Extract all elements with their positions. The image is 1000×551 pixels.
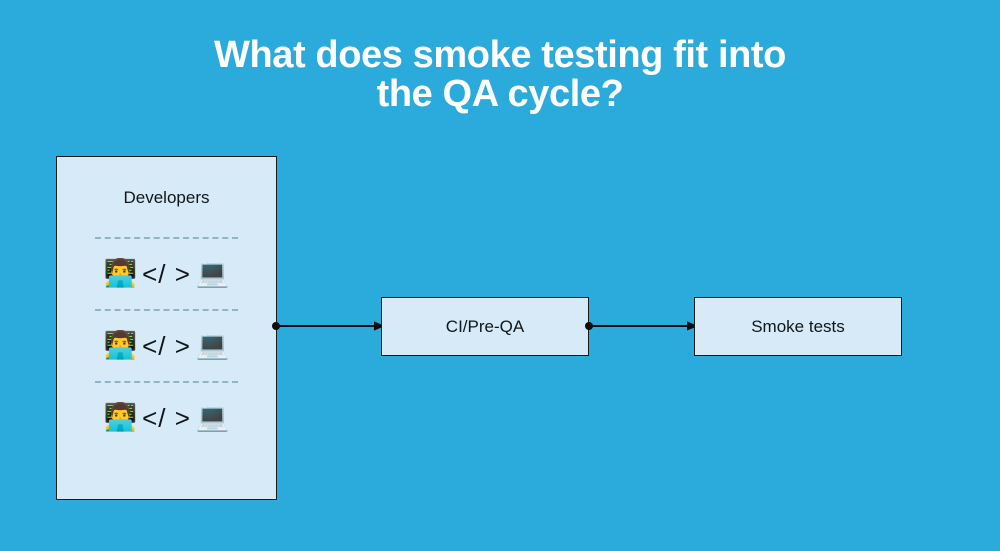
technologist-emoji: 👨‍💻 [103, 330, 138, 361]
code-glyph-label: </ > [142, 403, 191, 433]
developer-rows: 👨‍💻 </ > 💻 👨‍💻 </ > 💻 👨‍💻 </ > 💻 [57, 222, 276, 438]
node-ci-pre-qa-label: CI/Pre-QA [445, 316, 525, 336]
row-separator [95, 309, 238, 311]
node-developers[interactable]: Developers 👨‍💻 </ > 💻 👨‍💻 </ > 💻 👨‍💻 </ … [56, 156, 277, 500]
developer-row: 👨‍💻 </ > 💻 [95, 326, 238, 366]
node-ci-pre-qa[interactable]: CI/Pre-QA [381, 297, 589, 356]
edge-developers-to-ci [270, 319, 385, 333]
node-smoke-tests-label: Smoke tests [751, 316, 845, 336]
row-separator [95, 381, 238, 383]
developer-row: 👨‍💻 </ > 💻 [95, 254, 238, 294]
page-title-line-1: What does smoke testing fit into [213, 34, 786, 76]
laptop-emoji: 💻 [195, 330, 230, 361]
row-separator [95, 237, 238, 239]
node-developers-label: Developers [123, 188, 210, 207]
code-glyph-label: </ > [142, 259, 191, 289]
page-title: What does smoke testing fit into the QA … [0, 36, 1000, 114]
laptop-emoji: 💻 [195, 258, 230, 289]
technologist-emoji: 👨‍💻 [103, 258, 138, 289]
technologist-emoji: 👨‍💻 [103, 402, 138, 433]
edge-ci-to-smoke-tests [583, 319, 698, 333]
laptop-emoji: 💻 [195, 402, 230, 433]
node-smoke-tests[interactable]: Smoke tests [694, 297, 902, 356]
developer-row: 👨‍💻 </ > 💻 [95, 398, 238, 438]
code-glyph-label: </ > [142, 331, 191, 361]
page-title-line-2: the QA cycle? [376, 73, 624, 115]
